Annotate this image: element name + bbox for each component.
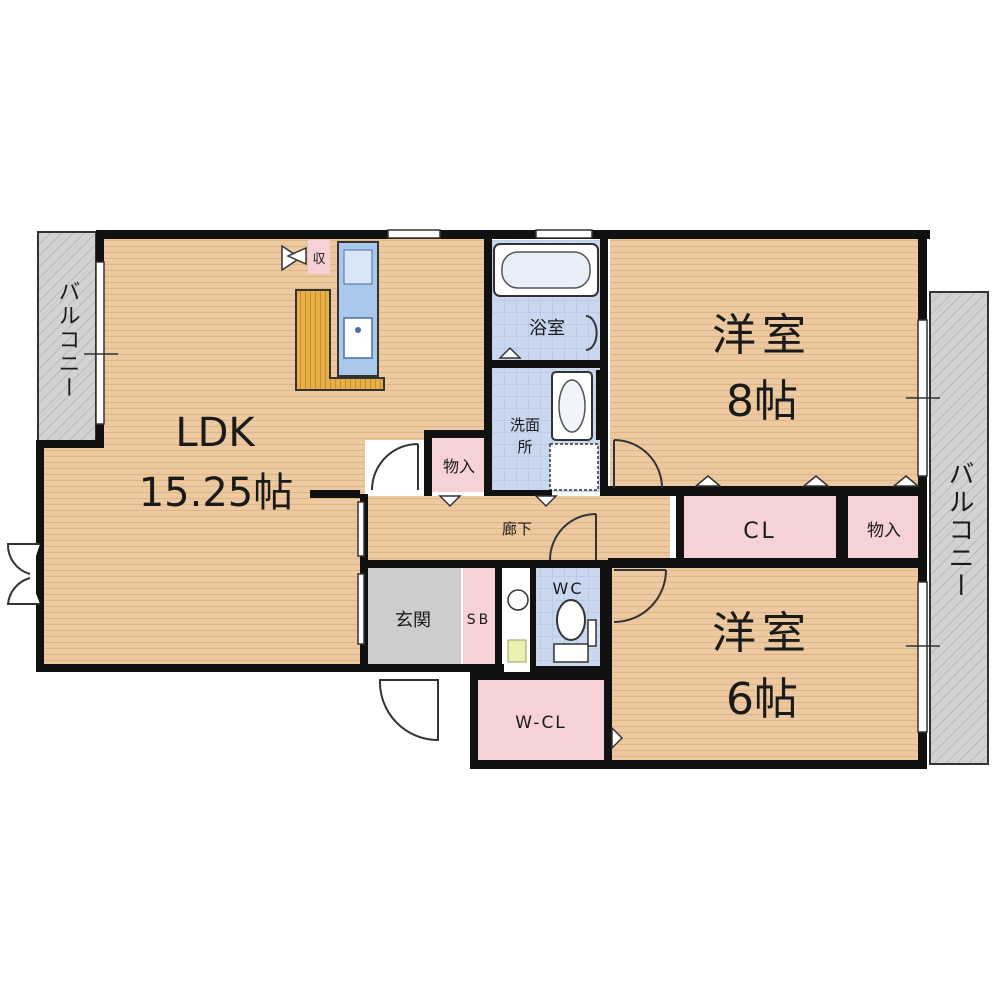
balcony-left (37, 231, 97, 445)
walls (36, 230, 930, 769)
washroom-label-1: 洗面 (510, 416, 540, 434)
bedroom-large-size-label: 8帖 (726, 376, 798, 427)
wc-fixtures (507, 589, 597, 663)
storage-ldk-label: 物入 (443, 457, 475, 476)
bath-label: 浴室 (529, 318, 565, 339)
ldk-size-label: 15.25帖 (139, 470, 294, 516)
shoebox-label: SB (467, 612, 492, 628)
balcony-labels: バルコニー バルコニー (55, 280, 975, 600)
bath-fixtures (493, 243, 606, 491)
storage-bedroom-label: 物入 (867, 521, 901, 541)
balcony-left-label: バルコニー (55, 280, 80, 400)
walkin-closet-label: W-CL (515, 713, 567, 733)
ldk-name-label: LDK (175, 410, 256, 456)
entrance-label: 玄関 (395, 610, 431, 631)
window-ticks (84, 353, 940, 647)
bedroom-large-name-label: 洋室 (712, 310, 812, 361)
balcony-right-label: バルコニー (944, 460, 974, 600)
storage-kitchen-label: 収 (312, 252, 325, 267)
hallway-label: 廊下 (502, 520, 532, 538)
doors (6, 439, 667, 742)
wc-label: WC (553, 579, 584, 598)
floor-fills (40, 238, 920, 763)
toilet-icon (556, 599, 586, 641)
washroom-label-2: 所 (517, 438, 532, 456)
sink-icon (343, 317, 373, 359)
bedroom-small-name-label: 洋室 (712, 608, 812, 659)
balcony-right (929, 291, 989, 765)
closet-label: CL (743, 519, 777, 544)
closet-door-marks (286, 246, 921, 750)
room-labels: LDK 15.25帖 物入 収 浴室 洗面 所 廊下 玄関 SB WC 洋室 8… (139, 252, 901, 733)
bedroom-small-size-label: 6帖 (726, 674, 798, 725)
